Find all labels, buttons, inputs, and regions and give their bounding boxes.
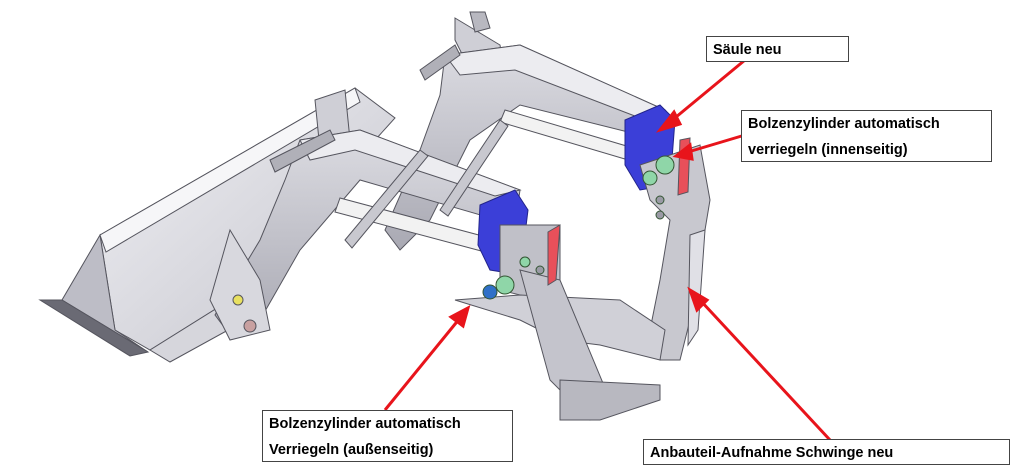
callout-bolzen-aussen-line1: Bolzenzylinder automatisch: [269, 416, 461, 432]
callout-bolzen-aussen-line2: Verriegeln (außenseitig): [269, 442, 434, 458]
callout-anbauteil: Anbauteil-Aufnahme Schwinge neu: [643, 439, 1010, 465]
arrow-bolzen-aussen: [383, 317, 462, 411]
callout-bolzen-aussen: Bolzenzylinder automatisch Verriegeln (a…: [262, 410, 513, 462]
callout-bolzen-innen-line1: Bolzenzylinder automatisch: [748, 116, 940, 132]
arrow-bolzen-innen: [687, 133, 746, 154]
callout-arrows: [383, 58, 832, 442]
inner-loader-arm: [384, 11, 667, 251]
callout-bolzen-innen: Bolzenzylinder automatisch verriegeln (i…: [741, 110, 992, 162]
locking-pins: [482, 155, 675, 300]
swing-arm-mounts: [454, 137, 711, 421]
callout-bolzen-innen-line2: verriegeln (innenseitig): [748, 142, 908, 158]
callout-saeule-text: Säule neu: [713, 42, 782, 58]
arrow-saeule: [669, 58, 746, 124]
arrow-anbauteil: [698, 298, 832, 442]
hydraulic-cylinders: [269, 44, 509, 249]
callout-saeule: Säule neu: [706, 36, 849, 62]
callout-anbauteil-text: Anbauteil-Aufnahme Schwinge neu: [650, 445, 894, 461]
